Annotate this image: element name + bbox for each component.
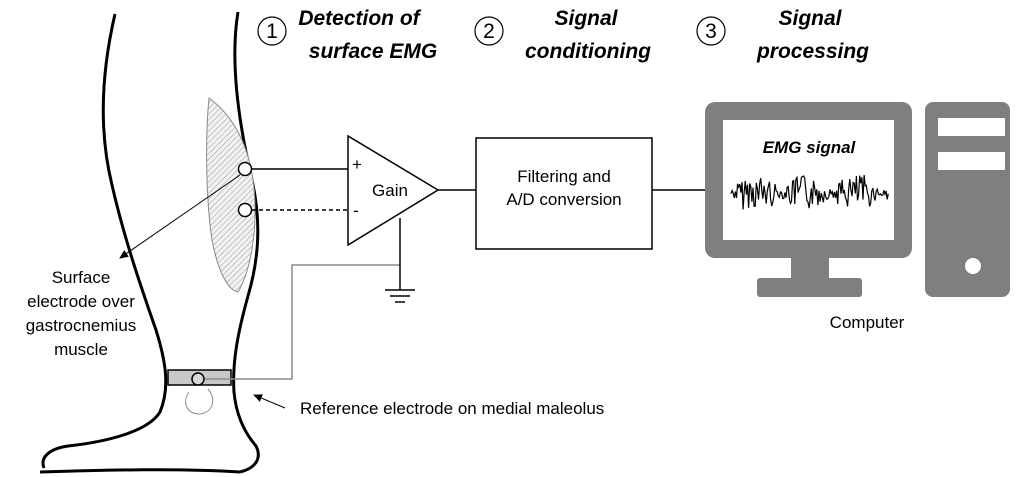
ankle-bone-outline bbox=[185, 388, 214, 415]
surface-electrode-label: Surface electrode over gastrocnemius mus… bbox=[26, 268, 137, 359]
reference-electrode-arrow bbox=[253, 394, 286, 409]
step-2-title-line1: Signal bbox=[554, 7, 618, 30]
computer-tower bbox=[925, 102, 1010, 297]
step-3-title-line2: processing bbox=[756, 40, 869, 63]
surface-electrode-minus bbox=[237, 202, 253, 218]
surface-electrode-arrow bbox=[119, 174, 241, 259]
reference-wire bbox=[205, 264, 400, 380]
amplifier-triangle bbox=[347, 134, 440, 247]
step-1-header: 1 Detection of surface EMG bbox=[257, 7, 437, 63]
step-3-number-circle bbox=[696, 16, 726, 46]
step-1-title-line2: surface EMG bbox=[309, 40, 437, 63]
ground-symbol bbox=[385, 218, 415, 303]
surface-electrode-label-line4: muscle bbox=[54, 340, 108, 359]
screen-emg-label: EMG signal bbox=[763, 138, 857, 157]
surface-electrode-plus bbox=[237, 161, 253, 177]
computer-label: Computer bbox=[830, 313, 905, 332]
step-3-header: 3 Signal processing bbox=[696, 7, 869, 63]
step-1-title-line1: Detection of bbox=[298, 7, 421, 30]
surface-electrode-label-line3: gastrocnemius bbox=[26, 316, 137, 335]
amplifier-minus-sign: - bbox=[353, 201, 359, 220]
filter-box bbox=[475, 137, 653, 250]
amplifier-gain-label: Gain bbox=[372, 181, 408, 200]
leg-outline bbox=[39, 11, 260, 474]
step-2-header: 2 Signal conditioning bbox=[474, 7, 651, 63]
reference-electrode-label: Reference electrode on medial maleolus bbox=[300, 399, 604, 418]
step-2-title-line2: conditioning bbox=[525, 40, 651, 63]
filter-box-line2: A/D conversion bbox=[506, 190, 621, 209]
filter-box-line1: Filtering and bbox=[517, 167, 611, 186]
computer-monitor bbox=[705, 102, 912, 297]
step-2-number-circle bbox=[474, 16, 504, 46]
reference-electrode bbox=[191, 372, 205, 386]
emg-waveform bbox=[730, 174, 889, 210]
amplifier-plus-sign: + bbox=[352, 155, 362, 174]
surface-electrode-label-line1: Surface bbox=[52, 268, 111, 287]
step-1-number-circle bbox=[257, 16, 287, 46]
surface-electrode-label-line2: electrode over bbox=[27, 292, 135, 311]
step-1-number: 1 bbox=[266, 20, 278, 43]
step-3-number: 3 bbox=[705, 20, 717, 43]
step-3-title-line1: Signal bbox=[778, 7, 842, 30]
step-2-number: 2 bbox=[483, 20, 495, 43]
gastrocnemius-muscle bbox=[206, 97, 256, 293]
